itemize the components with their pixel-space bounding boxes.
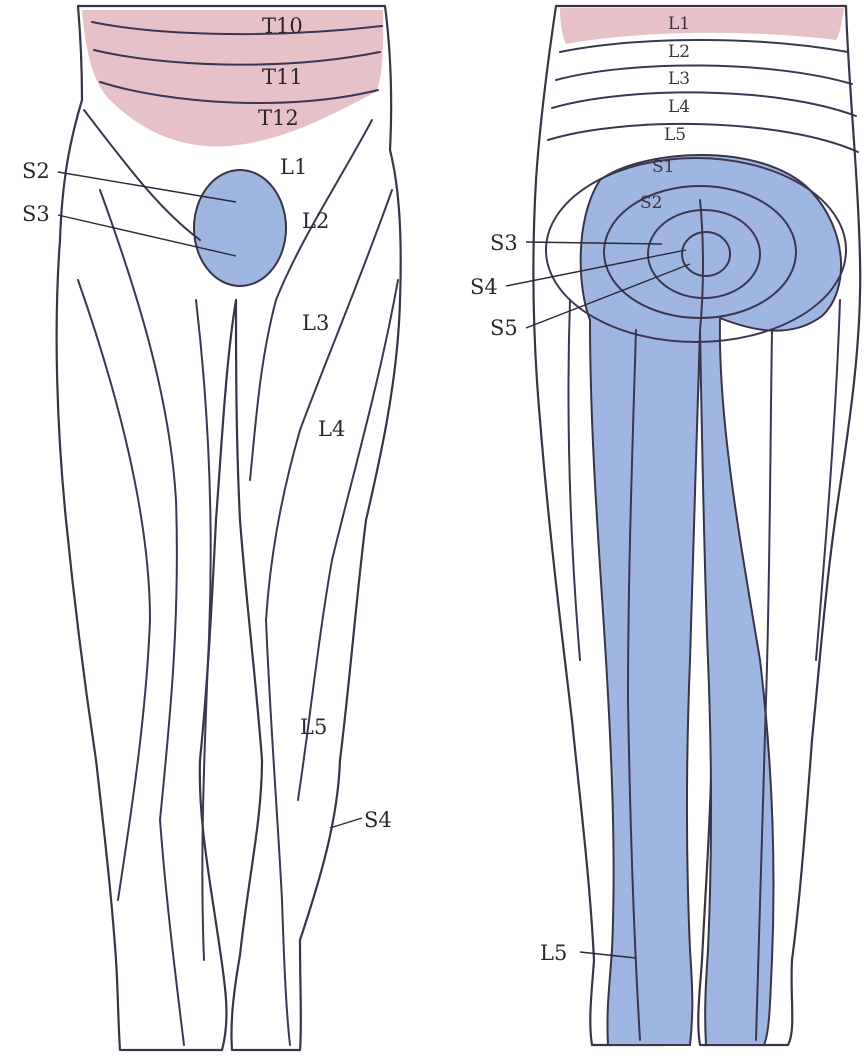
front-left-thigh-line-2 [78,280,150,900]
front-label-t10: T10 [262,14,303,38]
front-label-t12: T12 [258,106,299,130]
front-l2-line [250,120,372,480]
back-l2-band [556,65,852,84]
front-label-l1: L1 [280,155,307,179]
front-l3-line [266,190,392,620]
back-label-l4: L4 [668,97,690,117]
front-right-shin-line [266,620,290,1045]
front-label-l4: L4 [318,417,345,441]
front-label-l2: L2 [302,209,329,233]
front-label-s4: S4 [364,808,392,832]
front-label-s2: S2 [22,159,50,183]
back-thoracic-zone [560,8,844,44]
front-s4-leader [330,818,362,828]
back-l1-band [560,40,848,52]
front-groin-sacral-zone [194,170,286,286]
back-l4-band [548,124,858,152]
front-label-l5: L5 [300,715,327,739]
front-left-thigh-line-3 [196,300,211,960]
front-label-s3: S3 [22,202,50,226]
back-label-s3: S3 [490,231,518,255]
back-l3-band [552,92,856,116]
front-label-t11: T11 [262,65,303,89]
back-label-l5-upper: L5 [664,125,686,145]
back-left-outer-line [568,300,580,660]
back-view: L1 L2 L3 L4 L5 S1 S2 S3 S4 S5 L5 [470,6,860,1045]
back-label-l1: L1 [668,14,690,34]
back-label-l2: L2 [668,42,690,62]
back-label-s2: S2 [640,193,662,213]
back-label-l3: L3 [668,69,690,89]
front-label-l3: L3 [302,311,329,335]
back-right-outer-line [816,300,840,660]
back-label-s5: S5 [490,316,518,340]
back-label-s1: S1 [652,157,674,177]
front-view: T10 T11 T12 L1 L2 L3 L4 L5 S2 S3 S4 [22,6,401,1050]
back-label-s4: S4 [470,275,498,299]
front-left-shin-line [160,820,184,1045]
back-label-l5-lower: L5 [540,941,567,965]
